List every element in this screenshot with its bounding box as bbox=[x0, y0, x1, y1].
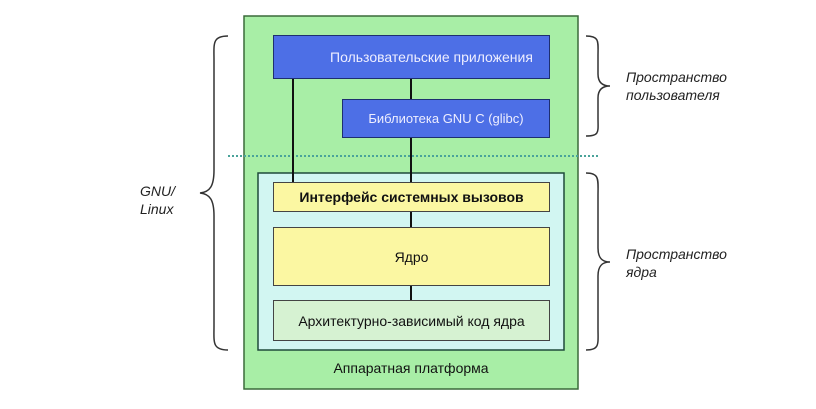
user-applications-box: Пользовательские приложения bbox=[273, 35, 550, 79]
kernel-box: Ядро bbox=[273, 227, 550, 286]
user-space-brace bbox=[585, 35, 611, 137]
user-space-line2: пользователя bbox=[626, 87, 720, 103]
user-applications-label: Пользовательские приложения bbox=[330, 49, 533, 65]
gnu-linux-brace bbox=[199, 35, 229, 351]
hardware-platform-text: Аппаратная платформа bbox=[333, 360, 489, 376]
user-space-label: Пространство пользователя bbox=[626, 68, 727, 104]
user-space-line1: Пространство bbox=[626, 69, 727, 85]
syscall-interface-box: Интерфейс системных вызовов bbox=[273, 182, 550, 212]
hardware-platform-label: Аппаратная платформа bbox=[244, 356, 578, 380]
linux-label: Linux bbox=[140, 201, 174, 217]
connectors bbox=[292, 79, 412, 300]
gnu-linux-label: GNU/ Linux bbox=[140, 182, 175, 218]
kernel-space-line1: Пространство bbox=[626, 246, 727, 262]
gnu-label: GNU/ bbox=[140, 183, 175, 199]
syscall-interface-label: Интерфейс системных вызовов bbox=[299, 189, 524, 205]
glibc-label: Библиотека GNU C (glibc) bbox=[368, 111, 524, 126]
kernel-label: Ядро bbox=[394, 248, 429, 265]
glibc-box: Библиотека GNU C (glibc) bbox=[342, 99, 550, 138]
kernel-space-brace bbox=[585, 172, 611, 351]
kernel-space-label: Пространство ядра bbox=[626, 245, 727, 281]
kernel-space-line2: ядра bbox=[626, 264, 657, 280]
arch-code-box: Архитектурно-зависимый код ядра bbox=[273, 300, 550, 341]
arch-code-label: Архитектурно-зависимый код ядра bbox=[298, 312, 525, 329]
